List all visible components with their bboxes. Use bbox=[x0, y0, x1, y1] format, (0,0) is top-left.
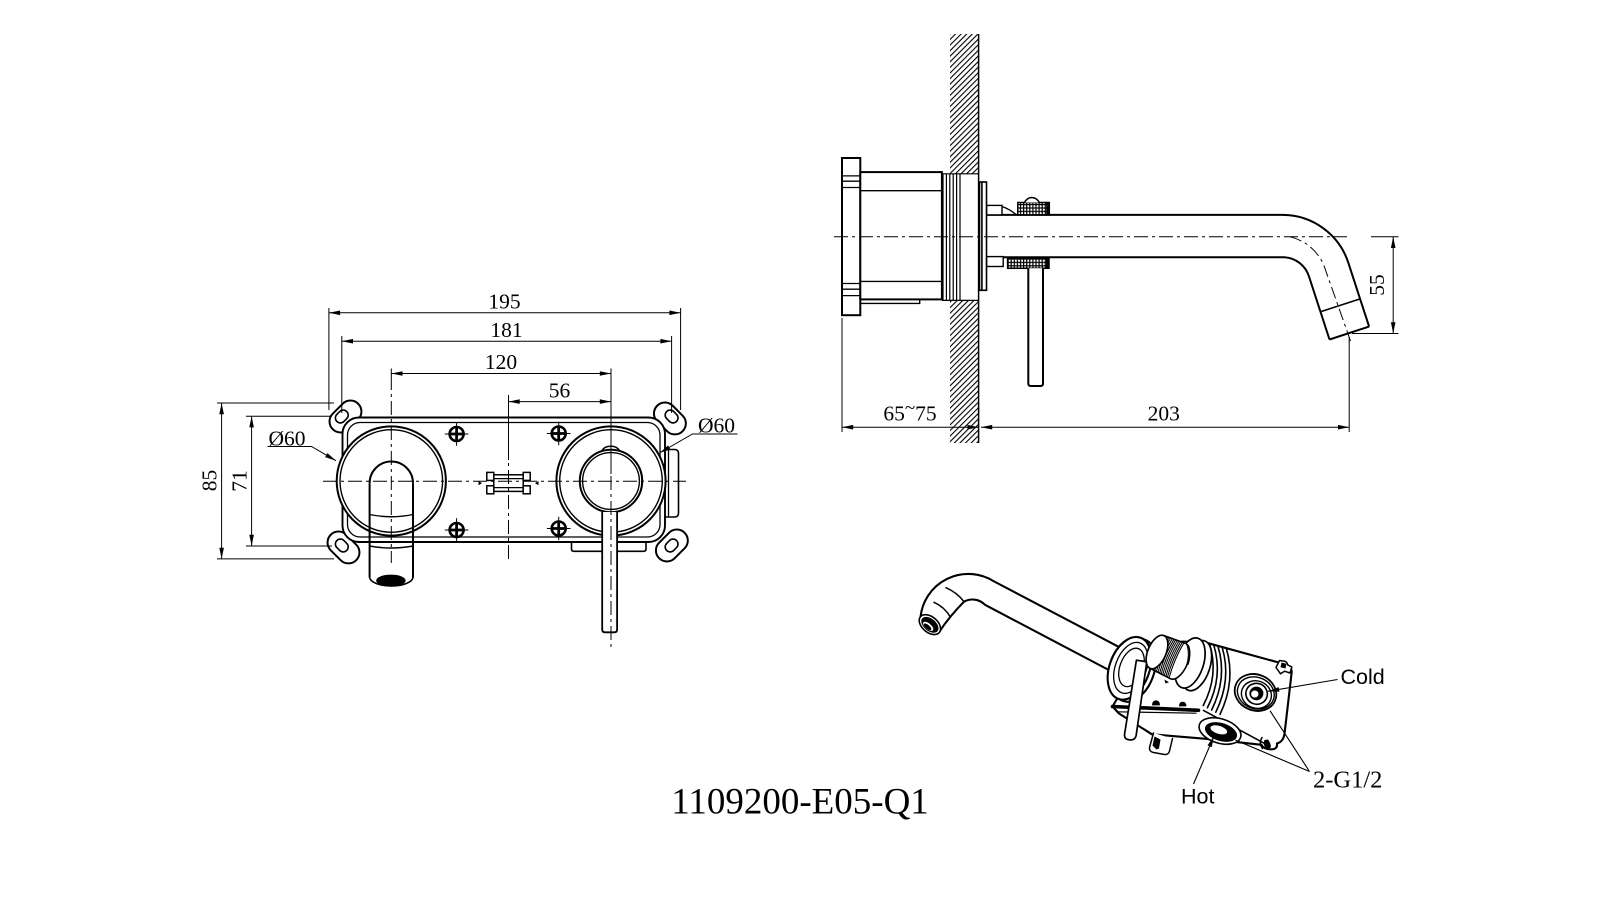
svg-text:195: 195 bbox=[488, 290, 520, 314]
svg-text:65~75: 65~75 bbox=[883, 398, 936, 426]
svg-text:55: 55 bbox=[1365, 274, 1389, 296]
svg-text:2-G1/2: 2-G1/2 bbox=[1313, 767, 1382, 794]
svg-text:Cold: Cold bbox=[1341, 665, 1385, 689]
svg-text:Ø60: Ø60 bbox=[268, 427, 305, 451]
svg-text:120: 120 bbox=[485, 350, 517, 374]
svg-text:181: 181 bbox=[490, 318, 522, 342]
svg-text:1109200-E05-Q1: 1109200-E05-Q1 bbox=[671, 782, 929, 823]
svg-text:203: 203 bbox=[1148, 402, 1180, 426]
svg-text:85: 85 bbox=[198, 470, 222, 492]
svg-text:Hot: Hot bbox=[1181, 785, 1214, 809]
svg-text:Ø60: Ø60 bbox=[698, 414, 735, 438]
svg-text:56: 56 bbox=[549, 379, 571, 403]
svg-text:71: 71 bbox=[228, 470, 252, 492]
